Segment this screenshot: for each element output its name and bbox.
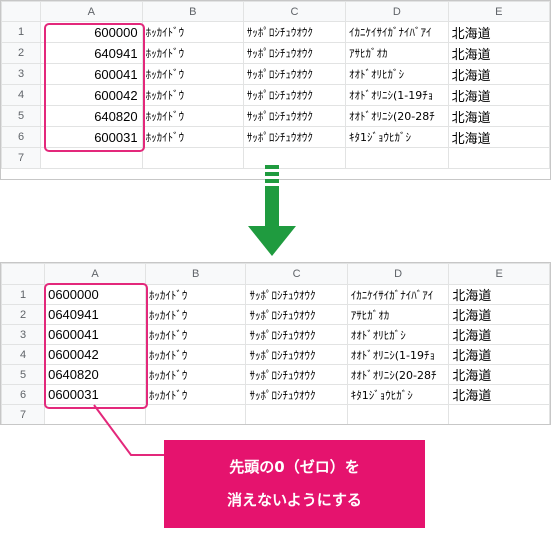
column-header-a[interactable]: A [40, 1, 143, 22]
column-header-row: A B C D E [1, 263, 550, 285]
table-row: 7 [1, 404, 550, 424]
cell-empty[interactable] [245, 404, 348, 424]
cell-city-kana[interactable]: ｻｯﾎﾟﾛｼﾁｭｳｵｳｸ [242, 42, 346, 64]
table-row: 6 0600031 ﾎｯｶｲﾄﾞｳ ｻｯﾎﾟﾛｼﾁｭｳｵｳｸ ｷﾀ1ｼﾞｮｳﾋｶ… [1, 384, 550, 405]
cell-prefecture-kana[interactable]: ﾎｯｶｲﾄﾞｳ [141, 63, 244, 85]
row-header[interactable]: 4 [1, 84, 42, 106]
callout-box: 先頭の0（ゼロ）を 消えないようにする [164, 440, 425, 528]
cell-town-kana[interactable]: ｱｻﾋｶﾞｵｶ [346, 304, 450, 325]
select-all-corner[interactable] [1, 1, 42, 22]
cell-city-kana[interactable]: ｻｯﾎﾟﾛｼﾁｭｳｵｳｸ [245, 364, 348, 385]
cell-town-kana[interactable]: ｵｵﾄﾞｵﾘﾆｼ(20-28ﾁ [344, 105, 449, 127]
table-row: 5 640820 ﾎｯｶｲﾄﾞｳ ｻｯﾎﾟﾛｼﾁｭｳｵｳｸ ｵｵﾄﾞｵﾘﾆｼ(2… [1, 105, 550, 127]
row-header[interactable]: 5 [1, 105, 42, 127]
table-row: 2 640941 ﾎｯｶｲﾄﾞｳ ｻｯﾎﾟﾛｼﾁｭｳｵｳｸ ｱｻﾋｶﾞｵｶ 北海… [1, 42, 550, 64]
cell-prefecture-kana[interactable]: ﾎｯｶｲﾄﾞｳ [141, 105, 244, 127]
row-header[interactable]: 7 [1, 147, 42, 169]
table-row: 6 600031 ﾎｯｶｲﾄﾞｳ ｻｯﾎﾟﾛｼﾁｭｳｵｳｸ ｷﾀ1ｼﾞｮｳﾋｶﾞ… [1, 126, 550, 148]
column-header-e[interactable]: E [447, 1, 550, 22]
cell-empty[interactable] [447, 147, 550, 169]
cell-city-kana[interactable]: ｻｯﾎﾟﾛｼﾁｭｳｵｳｸ [245, 324, 348, 345]
sheet-grid-after: A B C D E 1 0600000 ﾎｯｶｲﾄﾞｳ ｻｯﾎﾟﾛｼﾁｭｳｵｳｸ… [1, 263, 550, 424]
cell-prefecture[interactable]: 北海道 [447, 105, 550, 127]
cell-city-kana[interactable]: ｻｯﾎﾟﾛｼﾁｭｳｵｳｸ [242, 63, 346, 85]
spreadsheet-before: A B C D E 1 600000 ﾎｯｶｲﾄﾞｳ ｻｯﾎﾟﾛｼﾁｭｳｵｳｸ … [0, 0, 551, 180]
column-header-d[interactable]: D [344, 1, 449, 22]
cell-city-kana[interactable]: ｻｯﾎﾟﾛｼﾁｭｳｵｳｸ [245, 384, 348, 405]
column-header-d[interactable]: D [346, 263, 450, 285]
cell-city-kana[interactable]: ｻｯﾎﾟﾛｼﾁｭｳｵｳｸ [245, 304, 348, 325]
spreadsheet-after: A B C D E 1 0600000 ﾎｯｶｲﾄﾞｳ ｻｯﾎﾟﾛｼﾁｭｳｵｳｸ… [0, 262, 551, 425]
column-header-row: A B C D E [1, 1, 550, 22]
cell-empty[interactable] [40, 147, 143, 169]
row-header[interactable]: 7 [1, 404, 46, 424]
table-row: 1 600000 ﾎｯｶｲﾄﾞｳ ｻｯﾎﾟﾛｼﾁｭｳｵｳｸ ｲｶﾆｹｲｻｲｶﾞﾅ… [1, 21, 550, 43]
cell-empty[interactable] [448, 404, 550, 424]
cell-zip[interactable]: 0600000 [44, 284, 146, 305]
cell-empty[interactable] [242, 147, 346, 169]
callout-line-1: 先頭の0（ゼロ）を [229, 458, 360, 476]
sheet-grid-before: A B C D E 1 600000 ﾎｯｶｲﾄﾞｳ ｻｯﾎﾟﾛｼﾁｭｳｵｳｸ … [1, 1, 550, 169]
table-row: 3 600041 ﾎｯｶｲﾄﾞｳ ｻｯﾎﾟﾛｼﾁｭｳｵｳｸ ｵｵﾄﾞｵﾘﾋｶﾞｼ… [1, 63, 550, 85]
cell-zip[interactable]: 0600042 [44, 344, 146, 365]
row-header[interactable]: 4 [1, 344, 46, 365]
row-header[interactable]: 5 [1, 364, 46, 385]
cell-zip[interactable]: 600041 [40, 63, 143, 85]
cell-city-kana[interactable]: ｻｯﾎﾟﾛｼﾁｭｳｵｳｸ [245, 284, 348, 305]
cell-town-kana[interactable]: ｷﾀ1ｼﾞｮｳﾋｶﾞｼ [346, 384, 450, 405]
row-header[interactable]: 3 [1, 63, 42, 85]
table-row: 4 0600042 ﾎｯｶｲﾄﾞｳ ｻｯﾎﾟﾛｼﾁｭｳｵｳｸ ｵｵﾄﾞｵﾘﾆｼ(… [1, 344, 550, 365]
cell-empty[interactable] [346, 404, 450, 424]
cell-zip[interactable]: 600031 [40, 126, 143, 148]
cell-prefecture[interactable]: 北海道 [448, 364, 550, 385]
cell-zip[interactable]: 0600031 [44, 384, 146, 405]
cell-city-kana[interactable]: ｻｯﾎﾟﾛｼﾁｭｳｵｳｸ [242, 84, 346, 106]
table-row: 7 [1, 147, 550, 169]
table-row: 2 0640941 ﾎｯｶｲﾄﾞｳ ｻｯﾎﾟﾛｼﾁｭｳｵｳｸ ｱｻﾋｶﾞｵｶ 北… [1, 304, 550, 325]
cell-zip[interactable]: 600000 [40, 21, 143, 43]
row-header[interactable]: 2 [1, 304, 46, 325]
cell-prefecture[interactable]: 北海道 [447, 126, 550, 148]
cell-town-kana[interactable]: ｵｵﾄﾞｵﾘﾋｶﾞｼ [344, 63, 449, 85]
row-header[interactable]: 1 [1, 284, 46, 305]
cell-town-kana[interactable]: ｵｵﾄﾞｵﾘﾆｼ(20-28ﾁ [346, 364, 450, 385]
cell-empty[interactable] [141, 147, 244, 169]
column-header-b[interactable]: B [144, 263, 247, 285]
callout-line-2: 消えないようにする [227, 491, 362, 509]
